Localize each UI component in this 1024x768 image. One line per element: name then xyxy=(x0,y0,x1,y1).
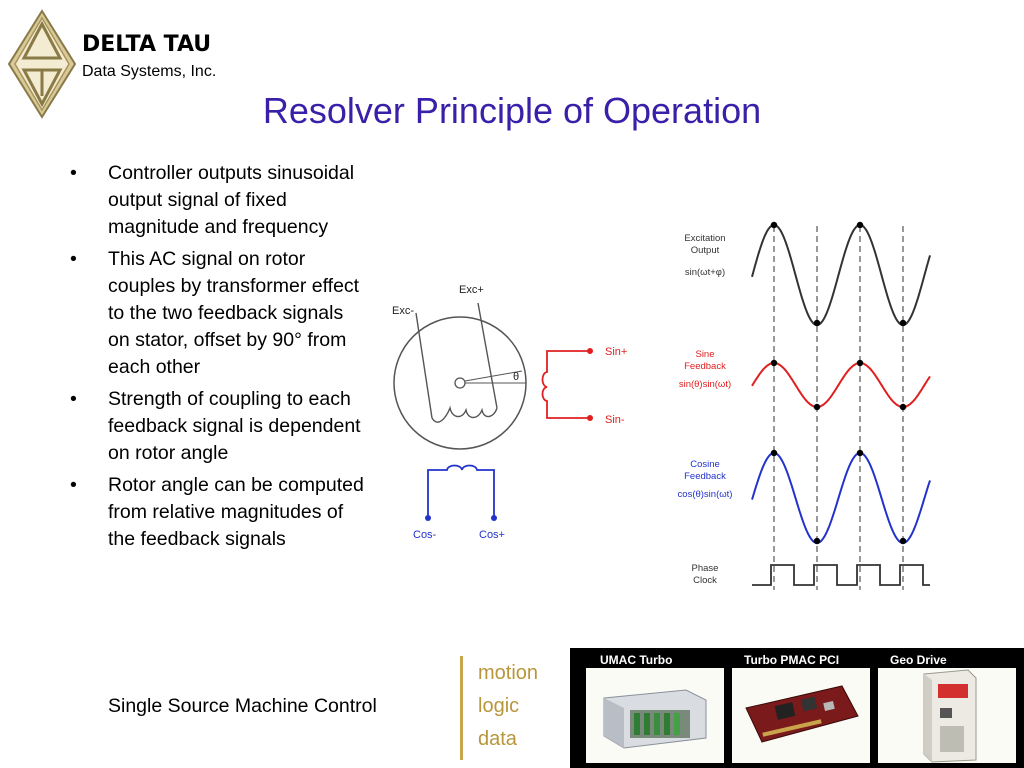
sample-point xyxy=(856,221,864,229)
sin-minus-terminal xyxy=(587,415,593,421)
waveform-labels: Excitation Output sin(ωt+φ) Sine Feedbac… xyxy=(678,233,733,586)
cos-plus-terminal xyxy=(491,515,497,521)
data-label: data xyxy=(478,728,517,750)
waveform-plots xyxy=(751,221,931,590)
resolver-schematic: Exc- Exc+ θ Sin+ Sin- Cos- Cos+ xyxy=(392,284,627,541)
cosine-label-2: Feedback xyxy=(684,471,726,482)
sine-stator-coil xyxy=(541,350,590,419)
sine-label-1: Sine xyxy=(695,349,714,360)
geo-drive-image xyxy=(878,668,1016,763)
bullet-item: Strength of coupling to each feedback si… xyxy=(66,386,366,467)
delta-tau-logo xyxy=(7,9,77,119)
product-label-umac: UMAC Turbo xyxy=(600,653,673,667)
product-label-pmac: Turbo PMAC PCI xyxy=(744,653,840,667)
company-name: DELTA TAU xyxy=(82,32,212,57)
sample-point xyxy=(770,449,778,457)
sample-point xyxy=(856,359,864,367)
sine-formula: sin(θ)sin(ωt) xyxy=(679,379,731,390)
bullet-item: This AC signal on rotor couples by trans… xyxy=(66,246,366,381)
tagline: Single Source Machine Control xyxy=(108,695,377,717)
excitation-formula: sin(ωt+φ) xyxy=(685,267,725,278)
sample-point xyxy=(899,537,907,545)
rotor-winding xyxy=(415,302,498,423)
sample-point xyxy=(770,359,778,367)
sin-plus-terminal xyxy=(587,348,593,354)
sample-point xyxy=(813,319,821,327)
rotor-center xyxy=(454,377,466,389)
theta-label: θ xyxy=(513,371,519,383)
sample-point xyxy=(813,537,821,545)
logic-label: logic xyxy=(478,695,520,717)
bullet-item: Rotor angle can be computed from relativ… xyxy=(66,472,366,553)
excitation-label-2: Output xyxy=(691,245,720,256)
angle-rotor-line xyxy=(464,370,523,382)
product-strip: UMAC Turbo Turbo PMAC PCI Geo Drive xyxy=(570,648,1024,768)
bullet-item: Controller outputs sinusoidal output sig… xyxy=(66,160,366,241)
sample-point xyxy=(770,221,778,229)
company-subtitle: Data Systems, Inc. xyxy=(82,63,217,80)
turbo-pmac-pci-image xyxy=(732,668,870,763)
cos-minus-label: Cos- xyxy=(413,529,437,541)
sample-point xyxy=(899,319,907,327)
sine-label-2: Feedback xyxy=(684,361,726,372)
sample-point xyxy=(813,403,821,411)
exc-plus-label: Exc+ xyxy=(459,284,484,296)
clock-label-1: Phase xyxy=(692,563,719,574)
cosine-formula: cos(θ)sin(ωt) xyxy=(678,489,733,500)
cos-plus-label: Cos+ xyxy=(479,529,505,541)
cos-minus-terminal xyxy=(425,515,431,521)
cosine-label-1: Cosine xyxy=(690,459,720,470)
excitation-label-1: Excitation xyxy=(684,233,725,244)
umac-turbo-image xyxy=(586,668,724,763)
cosine-stator-coil xyxy=(427,464,495,518)
resolver-diagram: Exc- Exc+ θ Sin+ Sin- Cos- Cos+ Excitati… xyxy=(392,221,931,590)
clock-label-2: Clock xyxy=(693,575,717,586)
product-label-geo: Geo Drive xyxy=(890,653,947,667)
slide-title: Resolver Principle of Operation xyxy=(262,90,762,131)
motion-label: motion xyxy=(478,662,539,684)
exc-minus-label: Exc- xyxy=(392,305,414,317)
sample-point xyxy=(856,449,864,457)
sin-plus-label: Sin+ xyxy=(605,346,627,358)
phase-clock-waveform xyxy=(752,564,930,586)
sin-minus-label: Sin- xyxy=(605,414,625,426)
gold-divider xyxy=(460,656,463,760)
bullet-list: Controller outputs sinusoidal output sig… xyxy=(66,160,366,558)
sample-point xyxy=(899,403,907,411)
